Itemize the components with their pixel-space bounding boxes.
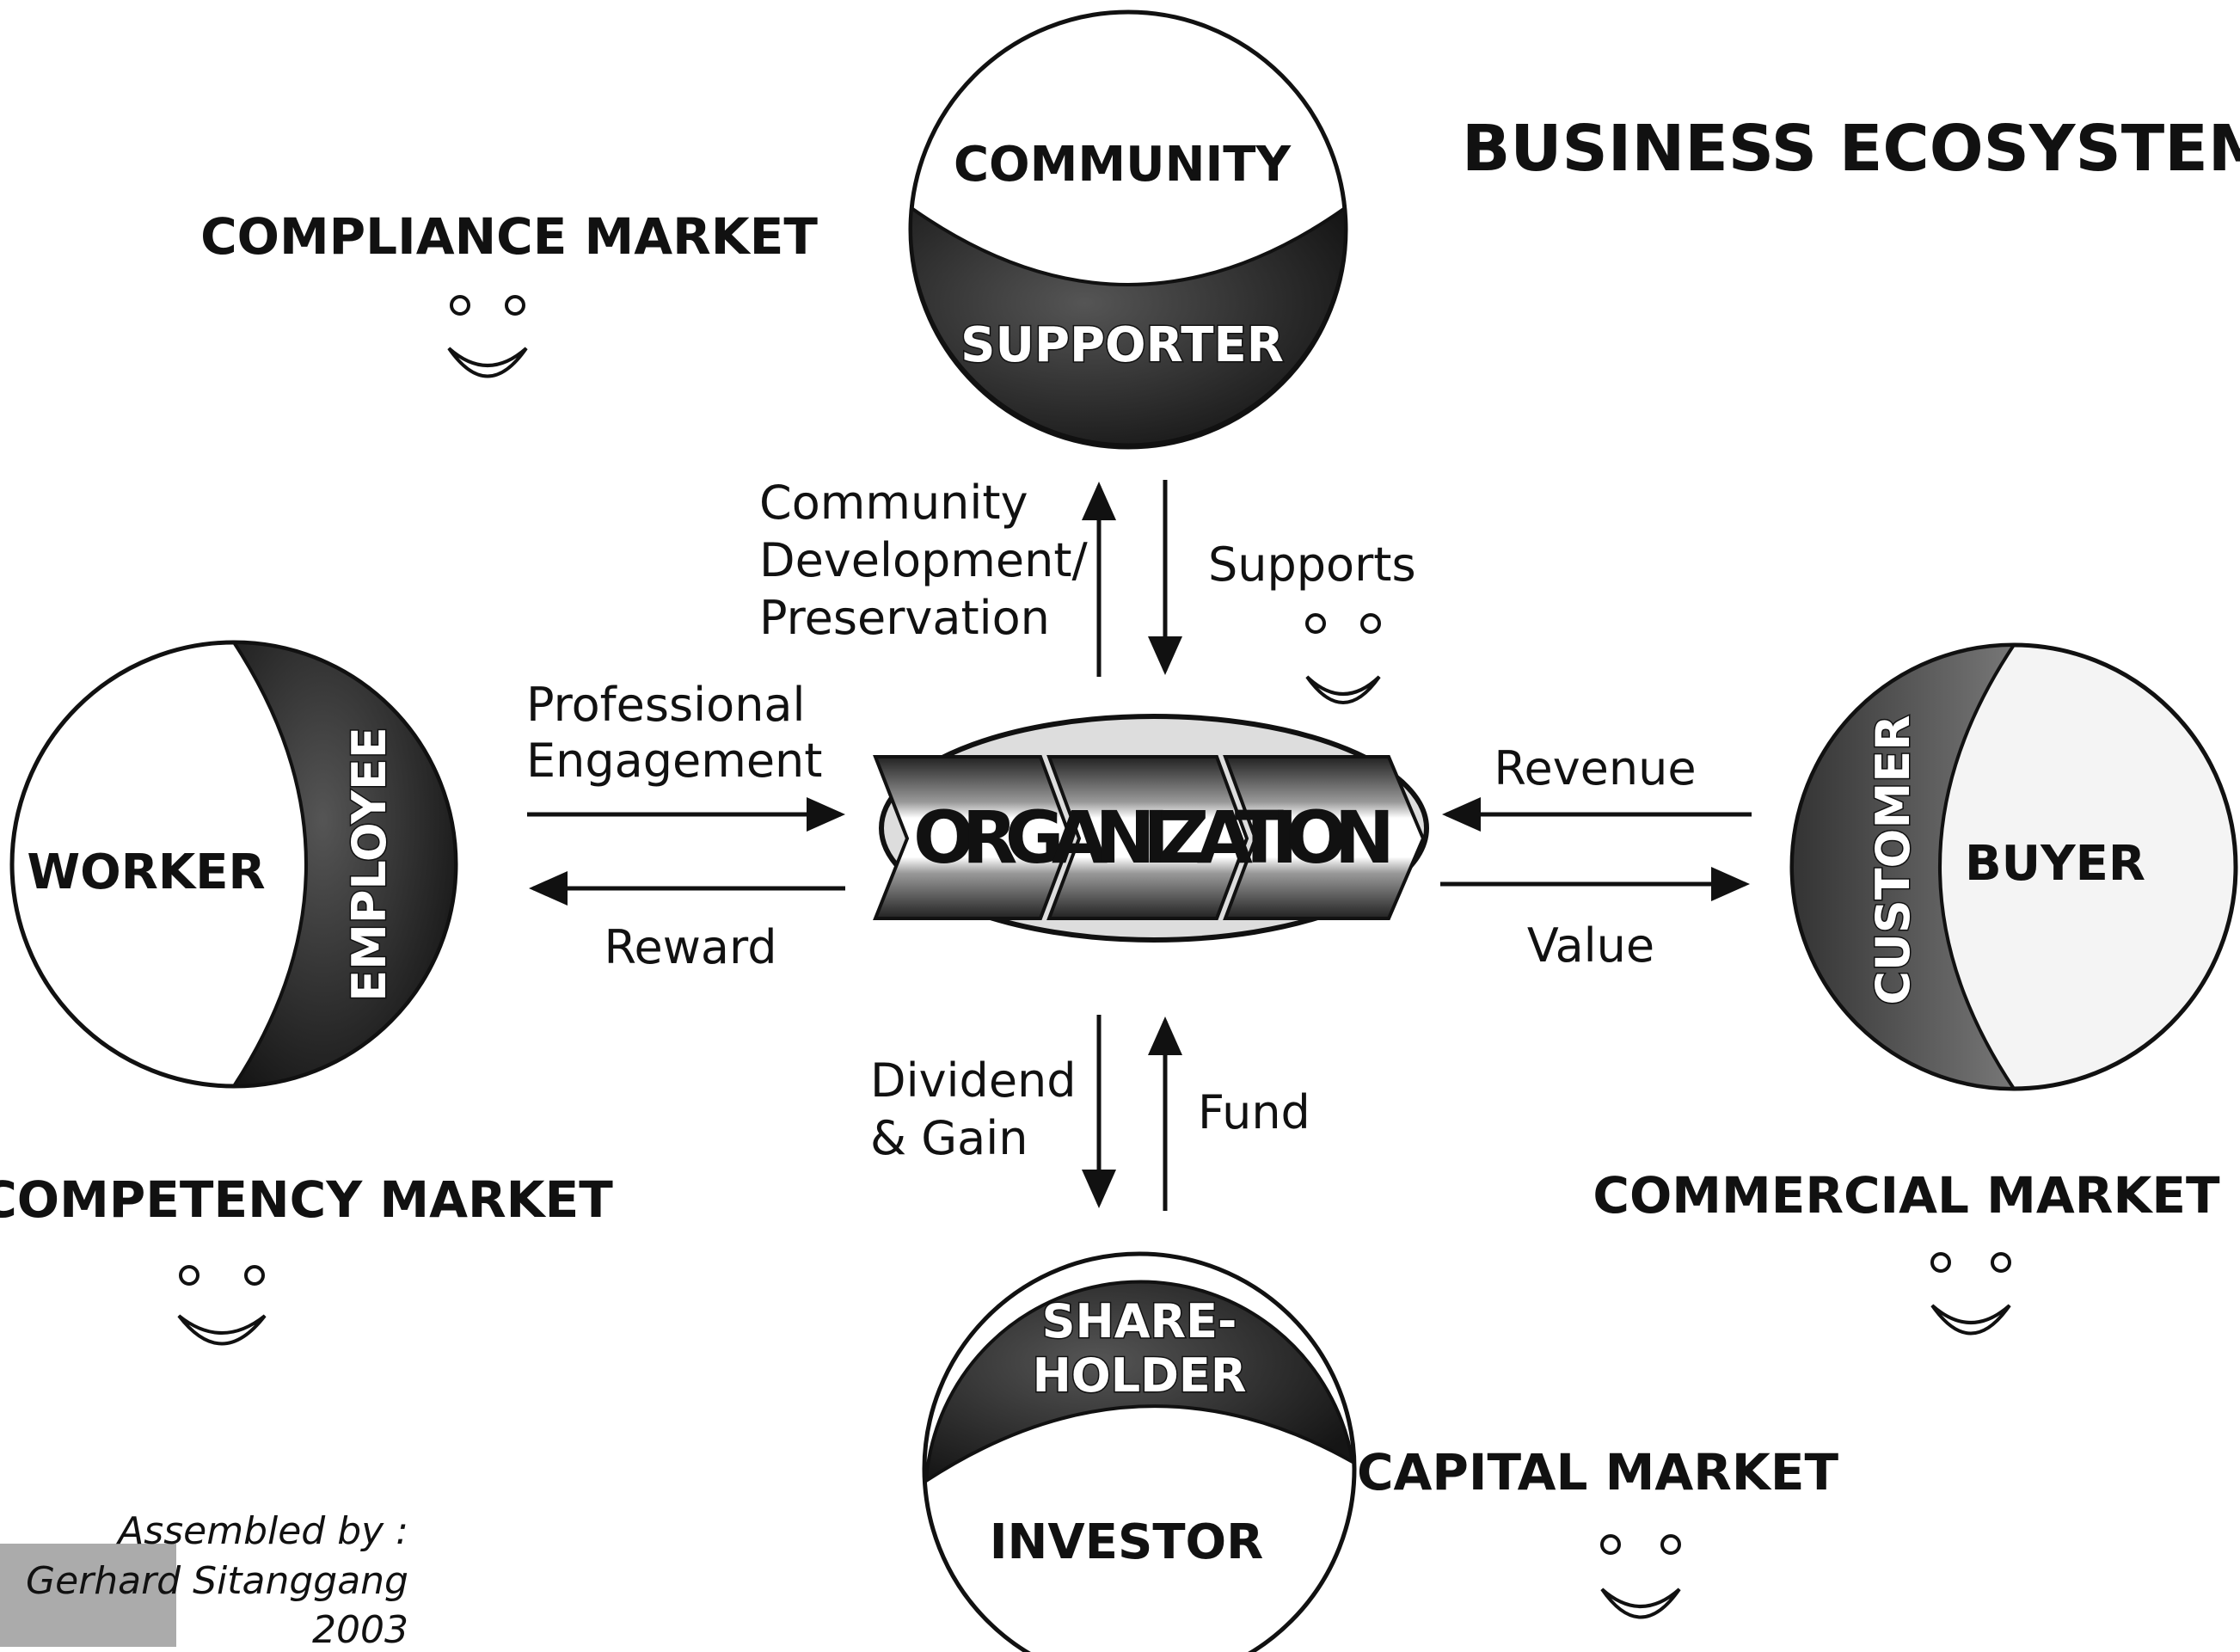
value-label: Value <box>1527 918 1654 973</box>
chevron-1 <box>873 755 1073 920</box>
buyer-label: BUYER <box>1965 836 2145 892</box>
professional-engagement-label-2: Engagement <box>526 734 822 788</box>
smiley-icon <box>1600 1534 1681 1619</box>
employee-label: EMPLOYEE <box>342 727 396 1002</box>
smiley-icon <box>1305 613 1381 704</box>
community-development-label-2: Development/ <box>759 533 1089 587</box>
investor-label: INVESTOR <box>990 1514 1264 1570</box>
supports-label: Supports <box>1208 537 1416 592</box>
community-development-label-1: Community <box>759 476 1028 530</box>
shareholder-label-line1: SHARE- <box>1042 1294 1237 1348</box>
investor-circle: SHARE- HOLDER INVESTOR <box>922 1251 1357 1652</box>
community-development-label-3: Preservation <box>759 591 1050 645</box>
chevron-2 <box>1046 755 1249 920</box>
compliance-market-label: COMPLIANCE MARKET <box>200 207 818 266</box>
smiley-icon <box>177 1265 267 1346</box>
community-circle: COMMUNITY SUPPORTER <box>908 9 1348 450</box>
dividend-label-2: & Gain <box>870 1111 1028 1165</box>
competency-market-label: COMPETENCY MARKET <box>0 1170 613 1229</box>
revenue-label: Revenue <box>1494 741 1696 795</box>
flow-arrows <box>527 480 1752 1211</box>
professional-engagement-label-1: Professional <box>526 678 806 732</box>
smiley-icon <box>1930 1252 2011 1336</box>
worker-label: WORKER <box>27 844 265 900</box>
worker-circle: WORKER EMPLOYEE <box>9 640 458 1089</box>
commercial-market-label: COMMERCIAL MARKET <box>1593 1166 2220 1225</box>
community-label: COMMUNITY <box>954 137 1292 193</box>
shareholder-label-line2: HOLDER <box>1033 1348 1247 1403</box>
credit-line-3: 2003 <box>312 1608 408 1652</box>
smiley-icon <box>447 295 528 378</box>
supporter-label: SUPPORTER <box>960 317 1284 373</box>
customer-circle: BUYER CUSTOMER <box>1789 642 2238 1091</box>
credit-line-2: Gerhard Sitanggang <box>26 1559 408 1603</box>
customer-label: CUSTOMER <box>1866 715 1920 1004</box>
diagram-title: BUSINESS ECOSYSTEM <box>1462 112 2240 186</box>
fund-label: Fund <box>1198 1085 1310 1139</box>
organization-label: ORGANIZATION <box>913 795 1395 880</box>
chevron-3 <box>1223 755 1426 920</box>
credit-smudge <box>0 1544 176 1647</box>
credit-line-1: Assembled by : <box>115 1509 408 1553</box>
capital-market-label: CAPITAL MARKET <box>1357 1443 1838 1502</box>
organization-node: ORGANIZATION <box>873 714 1429 943</box>
reward-label: Reward <box>604 920 776 974</box>
dividend-label-1: Dividend <box>870 1053 1077 1108</box>
